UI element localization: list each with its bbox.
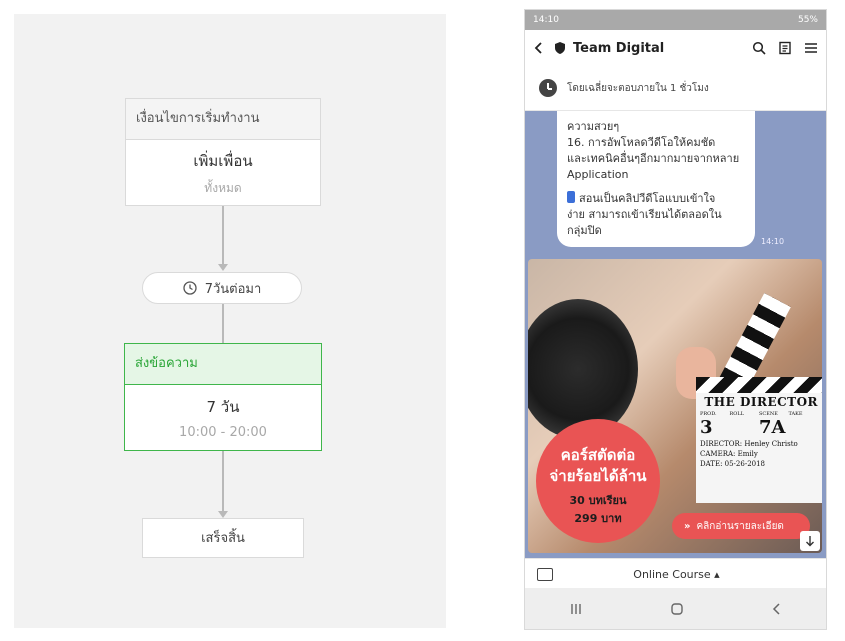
- message-title: 7 วัน: [206, 398, 240, 416]
- connector-line: [222, 304, 224, 343]
- promo-headline: คอร์สตัดต่อ: [560, 446, 636, 464]
- clock-icon: [539, 79, 557, 97]
- trigger-header: เงื่อนไขการเริ่มทำงาน: [126, 99, 320, 140]
- notes-icon[interactable]: [778, 41, 792, 55]
- arrow-down-icon: [218, 511, 228, 518]
- bubble-line-text: สอนเป็นคลิปวีดีโอแบบเข้าใจ: [579, 192, 716, 205]
- message-subtitle: 10:00 - 20:00: [179, 425, 267, 440]
- scroll-down-button[interactable]: [800, 531, 820, 551]
- trigger-subtitle: ทั้งหมด: [204, 181, 242, 195]
- clapper-date: DATE: 05-26-2018: [700, 460, 766, 468]
- status-bar: 14:10 55%: [525, 10, 826, 30]
- chat-area[interactable]: ความสวยๆ 16. การอัพโหลดวีดีโอให้คมชัด แล…: [525, 111, 826, 558]
- bubble-line: และเทคนิคอื่นๆอีกมากมายจากหลาย: [567, 152, 740, 165]
- read-more-label: คลิกอ่านรายละเอียด: [696, 520, 784, 532]
- camera-illustration: [528, 299, 638, 439]
- promo-price: 299 บาท: [574, 512, 622, 525]
- connector-line: [222, 451, 224, 511]
- bubble-line: ความสวยๆ: [567, 120, 620, 133]
- trigger-title: เพิ่มเพื่อน: [193, 152, 253, 170]
- bubble-line: ง่าย สามารถเข้าเรียนได้ตลอดใน: [567, 208, 722, 221]
- arrow-down-icon: [218, 264, 228, 271]
- promo-image-card[interactable]: THE DIRECTOR PROD. ROLL SCENE TAKE 3 7A …: [528, 259, 822, 553]
- menu-icon[interactable]: [804, 41, 818, 55]
- rich-menu-bar: Online Course ▴: [525, 558, 826, 589]
- clapper-numbers: 3 7A: [700, 417, 818, 438]
- clapper-label: SCENE: [759, 411, 778, 417]
- arrow-down-icon: [806, 536, 814, 547]
- bubble-line: สอนเป็นคลิปวีดีโอแบบเข้าใจ: [567, 191, 745, 207]
- search-icon[interactable]: [752, 41, 766, 55]
- status-time: 14:10: [533, 15, 559, 25]
- keyboard-icon[interactable]: [537, 567, 553, 581]
- clapper-label: TAKE: [788, 411, 803, 417]
- clapper-label: ROLL: [729, 411, 745, 417]
- end-label: เสร็จสิ้น: [201, 531, 245, 546]
- double-chevron-icon: »: [684, 520, 691, 532]
- message-time: 14:10: [761, 237, 785, 246]
- home-icon[interactable]: [670, 602, 684, 616]
- clapper-roll: 3: [700, 417, 713, 438]
- clapper-title: THE DIRECTOR: [704, 395, 818, 409]
- connector-line: [222, 206, 224, 264]
- back-arrow-icon[interactable]: [533, 41, 545, 55]
- clock-icon: [183, 281, 197, 295]
- back-icon[interactable]: [772, 602, 782, 616]
- shield-icon: [555, 42, 565, 54]
- phone-screenshot: 14:10 55% Team Digital โดยเฉลี่ยจะตอบภ: [525, 10, 826, 629]
- clapperboard-bar: [696, 377, 822, 393]
- clapper-labels: PROD. ROLL SCENE TAKE: [700, 411, 818, 417]
- message-node[interactable]: ส่งข้อความ 7 วัน 10:00 - 20:00: [124, 343, 322, 451]
- clapper-scene: 7A: [759, 417, 786, 438]
- bubble-line: Application: [567, 168, 629, 181]
- response-time-banner: โดยเฉลี่ยจะตอบภายใน 1 ชั่วโมง: [525, 66, 826, 111]
- mobile-phone-icon: [567, 191, 575, 203]
- status-battery: 55%: [797, 15, 818, 25]
- chat-title: Team Digital: [573, 40, 665, 56]
- clapper-label: PROD.: [700, 411, 717, 417]
- recent-apps-icon[interactable]: [569, 603, 583, 615]
- promo-lessons: 30 บทเรียน: [569, 494, 627, 507]
- trigger-node[interactable]: เงื่อนไขการเริ่มทำงาน เพิ่มเพื่อน ทั้งหม…: [125, 98, 321, 206]
- android-nav-bar: [525, 588, 826, 629]
- end-node[interactable]: เสร็จสิ้น: [142, 518, 304, 558]
- delay-node[interactable]: 7วันต่อมา: [142, 272, 302, 304]
- promo-badge: คอร์สตัดต่อ จ่ายร้อยได้ล้าน 30 บทเรียน 2…: [536, 419, 660, 543]
- rich-menu-toggle[interactable]: Online Course ▴: [633, 567, 720, 581]
- flow-panel: เงื่อนไขการเริ่มทำงาน เพิ่มเพื่อน ทั้งหม…: [14, 14, 446, 628]
- clapper-camera: CAMERA: Emily: [700, 450, 758, 458]
- response-time-text: โดยเฉลี่ยจะตอบภายใน 1 ชั่วโมง: [567, 82, 709, 94]
- message-bubble: ความสวยๆ 16. การอัพโหลดวีดีโอให้คมชัด แล…: [557, 111, 755, 247]
- promo-headline-2: จ่ายร้อยได้ล้าน: [549, 467, 647, 485]
- bubble-line: 16. การอัพโหลดวีดีโอให้คมชัด: [567, 136, 716, 149]
- clapper-director: DIRECTOR: Henley Christo: [700, 440, 798, 448]
- bubble-line: กลุ่มปิด: [567, 224, 602, 237]
- chat-app-bar: Team Digital: [525, 30, 826, 66]
- clapperboard: THE DIRECTOR PROD. ROLL SCENE TAKE 3 7A …: [696, 393, 822, 503]
- message-header: ส่งข้อความ: [125, 344, 321, 385]
- read-more-button[interactable]: » คลิกอ่านรายละเอียด: [672, 513, 810, 539]
- delay-label: 7วันต่อมา: [204, 281, 262, 297]
